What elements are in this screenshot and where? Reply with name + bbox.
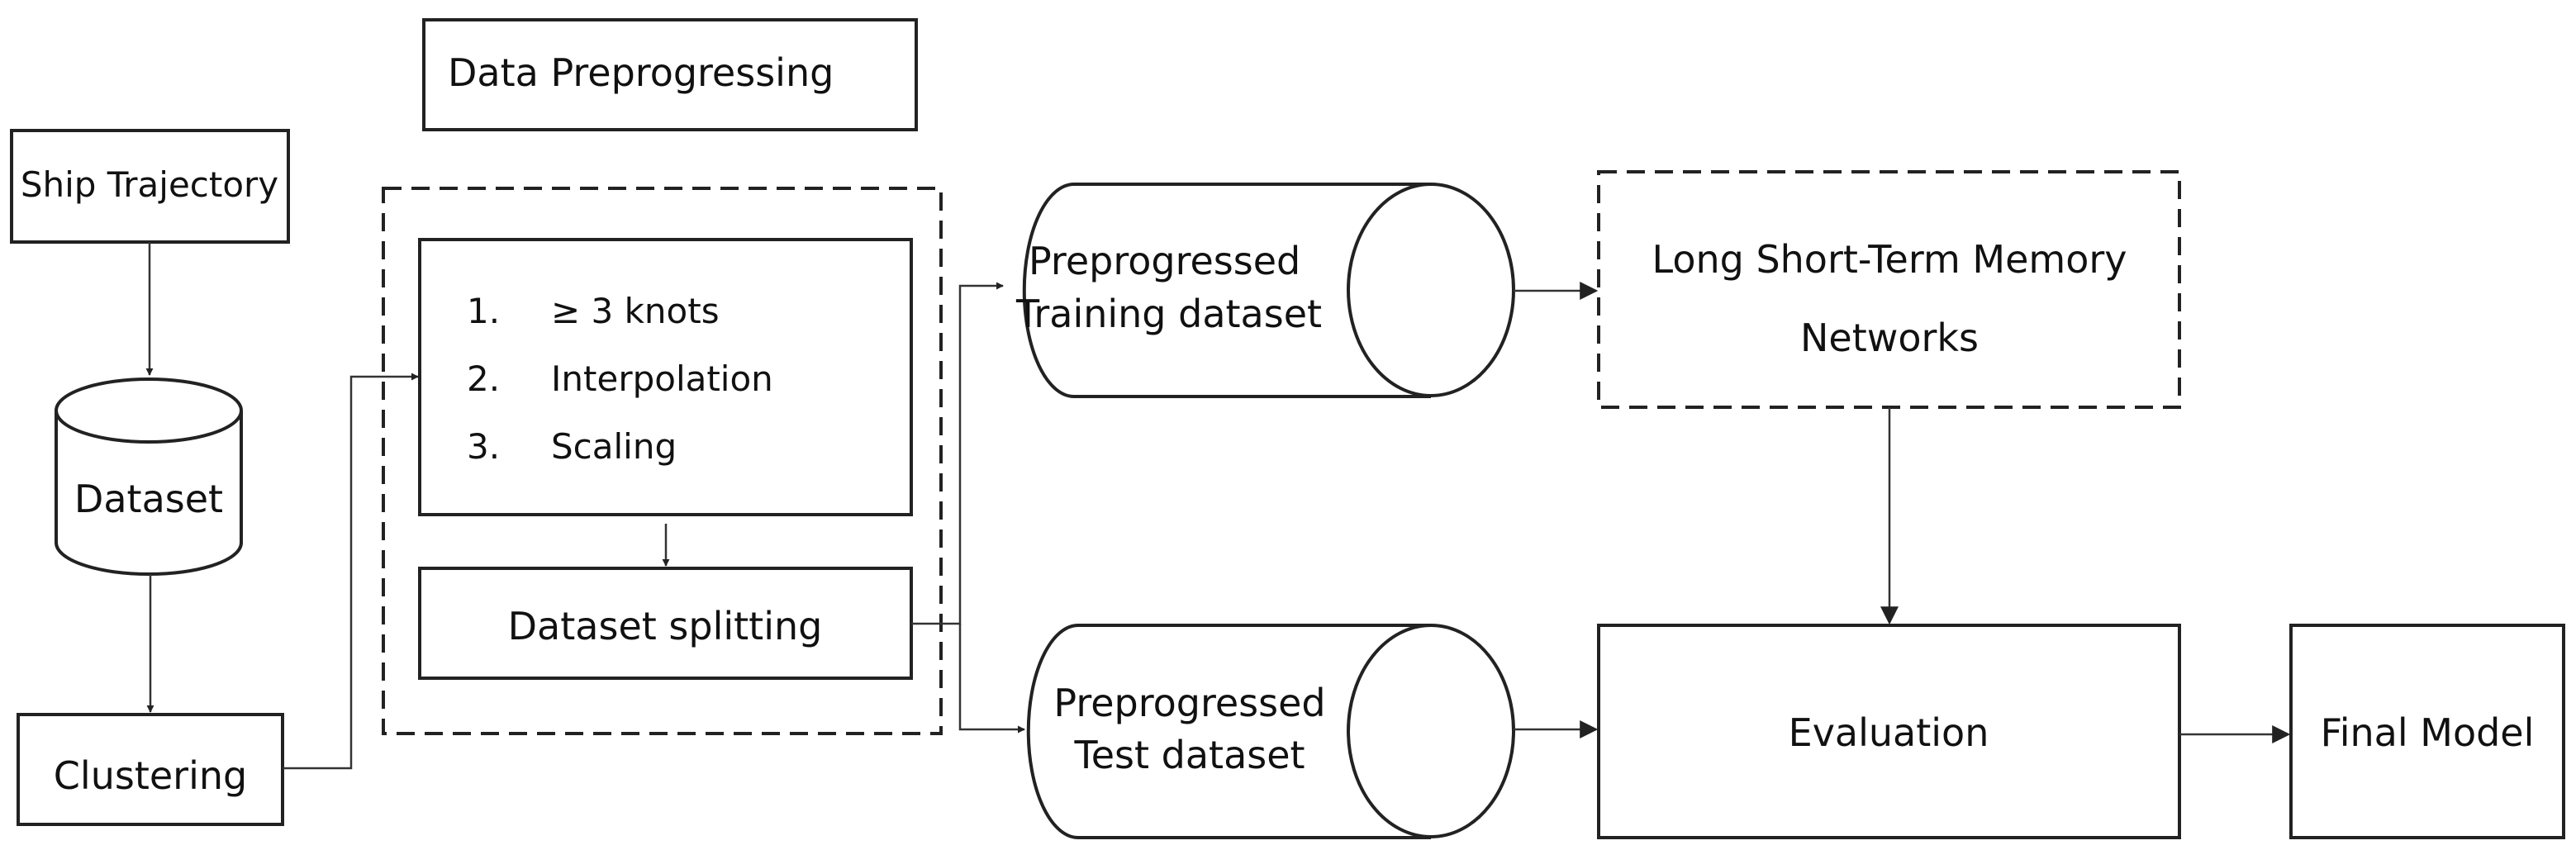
data-preprogressing-title-box: Data Preprogressing (422, 18, 918, 131)
svg-text:3.: 3. (467, 426, 500, 467)
final-model-box: Final Model (2289, 624, 2565, 839)
clustering-box: Clustering (17, 713, 284, 826)
dataset-cylinder: Dataset (55, 378, 243, 576)
data-preprogressing-title: Data Preprogressing (448, 50, 834, 95)
dataset-splitting-label: Dataset splitting (508, 604, 823, 648)
step-item-2: 2. Interpolation (467, 359, 773, 399)
ship-trajectory-label: Ship Trajectory (21, 164, 278, 205)
preprocessing-group (382, 187, 943, 735)
arrow-split-to-training (911, 282, 1004, 625)
training-dataset-cylinder: Preprogressed Training dataset (1015, 183, 1515, 398)
training-dataset-line2: Training dataset (1015, 292, 1322, 336)
lstm-line1: Long Short-Term Memory (1652, 237, 2127, 282)
lstm-box: Long Short-Term Memory Networks (1597, 170, 2181, 409)
svg-text:2.: 2. (467, 359, 500, 399)
final-model-label: Final Model (2321, 710, 2535, 755)
test-dataset-cylinder: Preprogressed Test dataset (1026, 624, 1515, 839)
step-item-3: 3. Scaling (467, 426, 677, 467)
preprocessing-steps-box: 1. ≥ 3 knots 2. Interpolation 3. Scaling (418, 238, 913, 516)
arrow-clustering-to-steps (283, 373, 419, 770)
arrow-split-to-test (958, 624, 1025, 734)
evaluation-label: Evaluation (1789, 710, 1989, 755)
lstm-line2: Networks (1800, 316, 1979, 360)
svg-text:Scaling: Scaling (551, 426, 677, 467)
ship-trajectory-box: Ship Trajectory (10, 129, 290, 244)
test-dataset-line1: Preprogressed (1053, 681, 1325, 725)
test-dataset-line2: Test dataset (1073, 733, 1305, 777)
step-item-1: 1. ≥ 3 knots (467, 291, 720, 331)
svg-text:1.: 1. (467, 291, 500, 331)
training-dataset-line1: Preprogressed (1029, 239, 1300, 283)
evaluation-box: Evaluation (1597, 624, 2181, 839)
svg-text:≥ 3 knots: ≥ 3 knots (551, 291, 720, 331)
svg-text:Interpolation: Interpolation (551, 359, 773, 399)
dataset-label: Dataset (74, 477, 223, 521)
clustering-label: Clustering (54, 753, 247, 798)
dataset-splitting-box: Dataset splitting (418, 567, 913, 680)
